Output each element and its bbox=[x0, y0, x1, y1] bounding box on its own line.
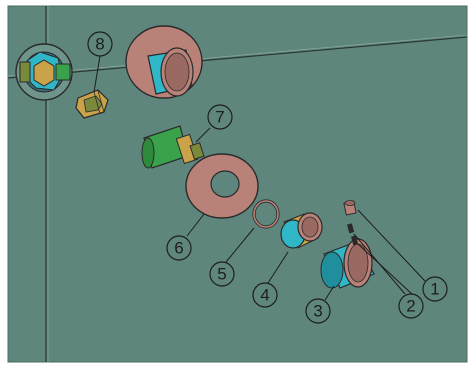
callout-6-label: 6 bbox=[174, 239, 183, 258]
embedded-valve-body bbox=[15, 43, 73, 101]
callout-4-circle bbox=[252, 282, 278, 308]
callout-8-label: 8 bbox=[95, 35, 104, 54]
part-2-grub-screws bbox=[347, 223, 359, 246]
part-1-cap bbox=[343, 200, 357, 216]
assembled-handle bbox=[125, 25, 203, 99]
callout-8-circle bbox=[87, 31, 113, 57]
part-6-escutcheon bbox=[185, 153, 259, 219]
callout-5-circle bbox=[209, 261, 235, 287]
part-8-adapter-nut bbox=[75, 89, 109, 119]
callout-3-circle bbox=[305, 298, 331, 324]
callout-1-circle bbox=[422, 276, 448, 302]
callout-7-label: 7 bbox=[215, 108, 224, 127]
callout-7-circle bbox=[207, 104, 233, 130]
callout-4-label: 4 bbox=[260, 286, 269, 305]
callout-labels: 8 7 6 5 4 3 2 1 bbox=[95, 35, 439, 321]
callout-3-label: 3 bbox=[313, 302, 322, 321]
part-4-sleeve bbox=[280, 212, 323, 249]
callout-2-circle bbox=[398, 293, 424, 319]
part-7-cartridge bbox=[141, 125, 205, 169]
callout-5-label: 5 bbox=[217, 265, 226, 284]
callouts bbox=[87, 31, 448, 324]
part-5-o-ring bbox=[252, 199, 280, 229]
callout-6-circle bbox=[166, 235, 192, 261]
callout-1-label: 1 bbox=[430, 280, 439, 299]
leader-lines bbox=[93, 55, 426, 301]
callout-2-label: 2 bbox=[406, 297, 415, 316]
